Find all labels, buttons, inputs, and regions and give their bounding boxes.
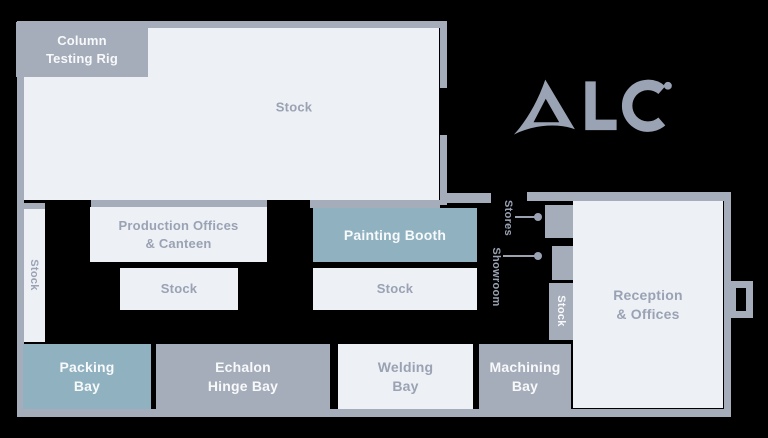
stock-left-corridor-label: Stock (28, 259, 40, 291)
wall-hall-right-lower (440, 135, 447, 205)
wall-production-offices-top (91, 200, 267, 207)
area-stock-right (549, 283, 573, 340)
stock-mid-label: Stock (376, 281, 414, 297)
alc-logo-letter-a (514, 79, 575, 135)
packing-bay-label: Packing Bay (59, 359, 115, 394)
echalon-hinge-bay-label: Echalon Hinge Bay (207, 359, 279, 394)
wall-stub-right-of-hall (447, 193, 491, 203)
column-testing-rig-label: Column Testing Rig (45, 33, 118, 66)
wall-reception-top (527, 192, 731, 201)
welding-bay-label: Welding Bay (377, 359, 434, 394)
painting-booth-label: Painting Booth (343, 226, 447, 243)
stock-main-label: Stock (275, 99, 313, 115)
area-column-testing-rig: Column Testing Rig (16, 22, 148, 77)
stores-leader-line (515, 216, 535, 218)
alc-logo-letter-c (621, 79, 666, 132)
area-machining-bay: Machining Bay (479, 344, 571, 409)
reception-label: Reception & Offices (613, 287, 683, 322)
area-echalon-hinge-bay: Echalon Hinge Bay (156, 344, 330, 409)
wall-reception-right (724, 192, 731, 417)
area-stock-left: Stock (120, 268, 238, 310)
stores-leader-dot (534, 213, 542, 221)
wall-painting-booth-top (310, 200, 440, 208)
wall-site-bottom (17, 409, 731, 417)
area-stock-left-corridor (24, 209, 45, 342)
wall-site-left (17, 21, 24, 417)
wall-corridor-top (17, 203, 45, 209)
alc-logo-registered-dot (664, 81, 672, 90)
area-stock-mid: Stock (313, 268, 477, 310)
reception-entrance-porch (729, 281, 753, 318)
area-packing-bay: Packing Bay (23, 344, 151, 409)
alc-logo (514, 79, 672, 135)
stock-right-label: Stock (555, 295, 567, 327)
wall-hall-right-upper (440, 21, 447, 88)
area-reception: Reception & Offices (573, 201, 723, 408)
alc-logo-letter-l (585, 81, 617, 131)
production-offices-label: Production Offices & Canteen (118, 218, 239, 251)
area-production-offices: Production Offices & Canteen (90, 207, 267, 262)
machining-bay-label: Machining Bay (489, 359, 561, 394)
room-showroom-box (552, 246, 573, 280)
showroom-leader-line (503, 255, 535, 257)
area-welding-bay: Welding Bay (338, 344, 473, 409)
area-painting-booth: Painting Booth (313, 208, 477, 262)
stock-left-label: Stock (160, 281, 198, 297)
showroom-leader-dot (534, 252, 542, 260)
room-stores-box (545, 205, 573, 238)
wall-hall-top (17, 21, 447, 28)
showroom-annotation-label: Showroom (490, 247, 502, 307)
stores-annotation-label: Stores (502, 199, 514, 237)
